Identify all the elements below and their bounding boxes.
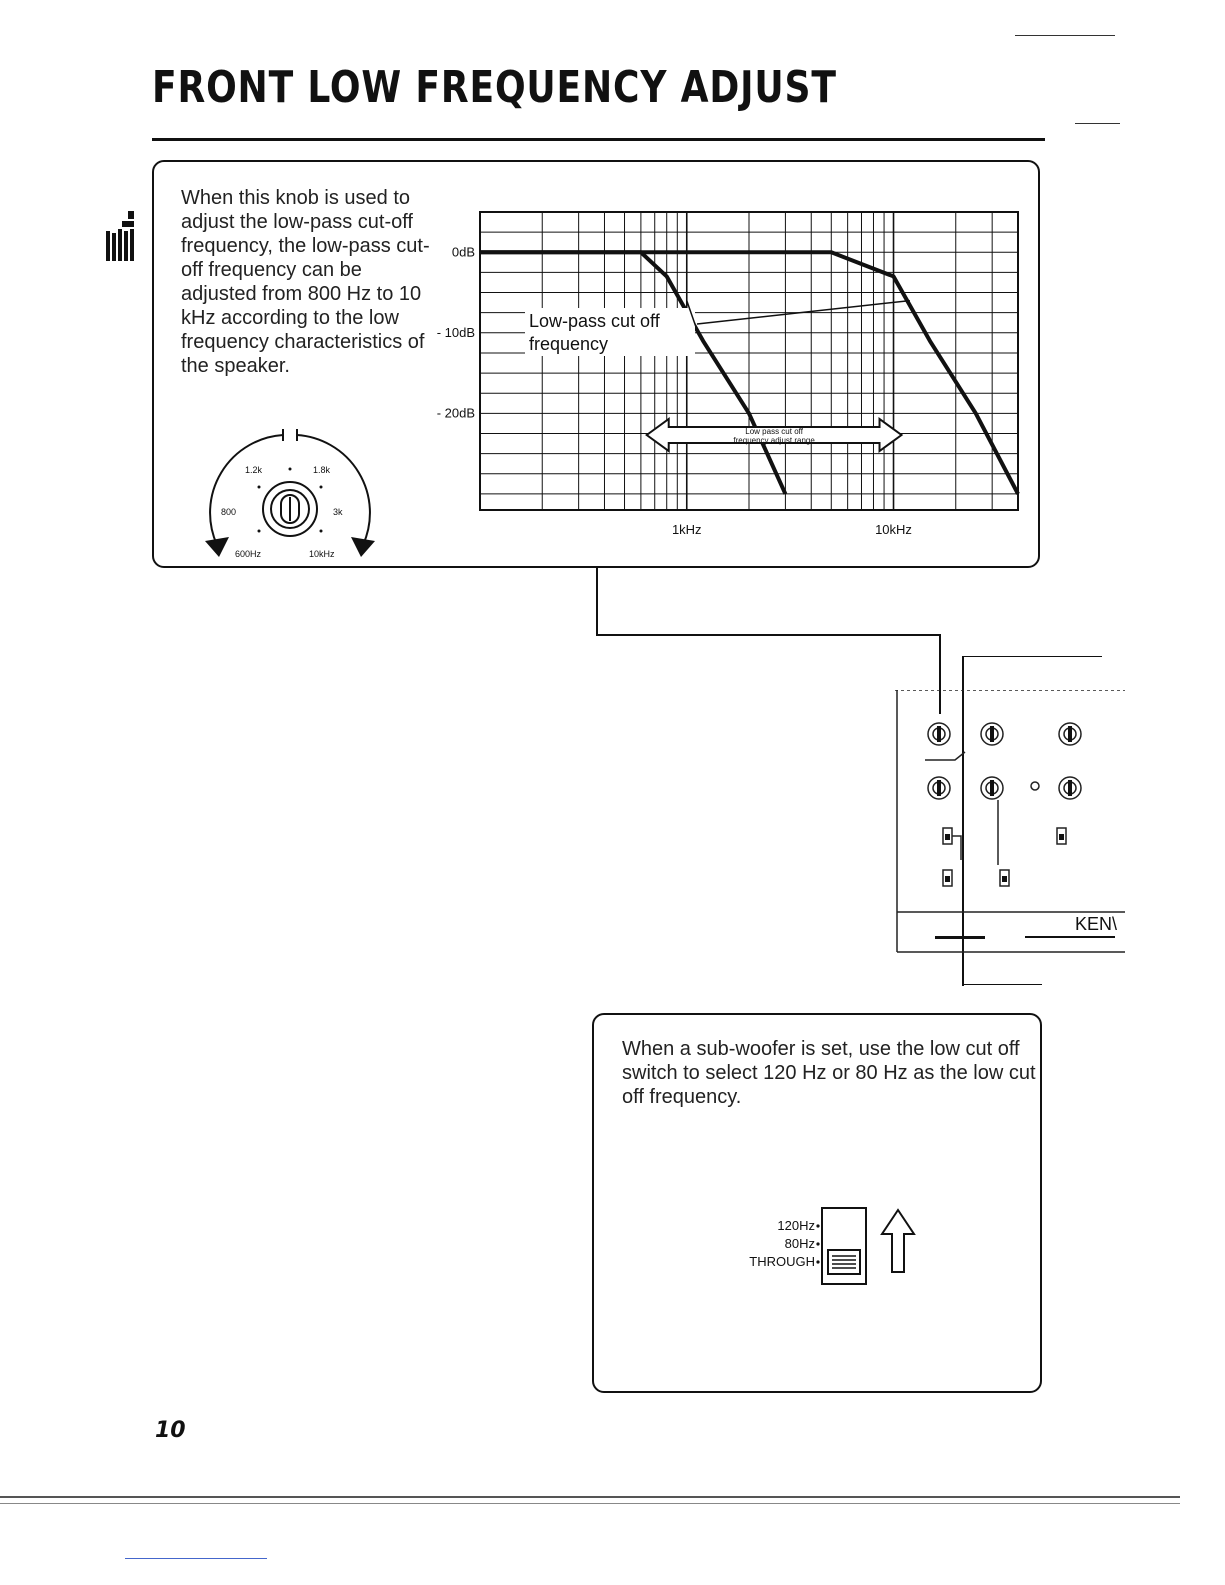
knob-label: 3k bbox=[333, 507, 343, 517]
switch-option: 120Hz bbox=[777, 1218, 815, 1233]
callout-line bbox=[962, 984, 1042, 985]
knob-label: 10kHz bbox=[309, 549, 335, 559]
chart-grid bbox=[479, 211, 1019, 510]
frequency-response-chart: 0dB - 10dB - 20dB 1kHz 10kHz Low-pass cut o… bbox=[437, 211, 1020, 537]
switch-option: THROUGH bbox=[749, 1254, 815, 1269]
y-tick-label: - 10dB bbox=[437, 325, 475, 340]
low-cut-panel bbox=[592, 1013, 1042, 1393]
x-tick-label: 10kHz bbox=[875, 522, 912, 537]
knob-label: 1.8k bbox=[313, 465, 331, 475]
callout-line bbox=[939, 634, 941, 714]
switch-slider bbox=[827, 1249, 861, 1275]
plot-frame bbox=[479, 211, 1019, 511]
callout-line bbox=[962, 656, 1102, 657]
knob-right-arrow bbox=[351, 537, 375, 557]
section1-text: When this knob is used to adjust the low… bbox=[181, 187, 430, 377]
frequency-adjust-panel bbox=[152, 160, 1040, 568]
annotation-leader bbox=[686, 300, 698, 331]
footer-rule bbox=[0, 1496, 1180, 1498]
low-cut-switch-illustration: 120Hz 80Hz THROUGH bbox=[749, 1207, 916, 1285]
x-tick-label: 1kHz bbox=[672, 522, 702, 537]
callout-line bbox=[596, 634, 940, 636]
title-divider bbox=[152, 138, 1045, 141]
edge-mark bbox=[1015, 35, 1115, 36]
footer-rule bbox=[0, 1503, 1180, 1504]
brand-fragment: KEN\ bbox=[1075, 914, 1117, 934]
margin-tab-marks bbox=[106, 211, 134, 261]
y-tick-label: - 20dB bbox=[437, 405, 475, 420]
knob-label: 600Hz bbox=[235, 549, 262, 559]
response-curve-2 bbox=[480, 250, 1020, 495]
range-label: Low pass cut off bbox=[745, 427, 803, 436]
knob-label: 1.2k bbox=[245, 465, 263, 475]
range-label: frequency adjust range bbox=[733, 436, 815, 445]
section2-text: When a sub-woofer is set, use the low cu… bbox=[622, 1038, 1036, 1108]
annotation-background bbox=[525, 308, 695, 356]
switch-housing bbox=[821, 1207, 867, 1285]
range-double-arrow bbox=[645, 417, 904, 453]
callout-line bbox=[962, 656, 964, 986]
y-tick-label: 0dB bbox=[452, 244, 475, 259]
switch-option: 80Hz bbox=[785, 1236, 815, 1251]
page-number: 10 bbox=[155, 1418, 186, 1443]
annotation-leader bbox=[696, 299, 910, 325]
knob-left-arrow bbox=[205, 537, 229, 557]
frequency-knob-illustration: 1.2k 1.8k 800 3k 600Hz 10kHz bbox=[205, 429, 375, 559]
knob-label: 800 bbox=[221, 507, 236, 517]
edge-mark bbox=[1075, 123, 1120, 124]
annotation-label: frequency bbox=[529, 334, 608, 354]
footer-link-underline bbox=[125, 1558, 267, 1559]
up-arrow-icon bbox=[880, 1208, 916, 1273]
amplifier-panel-illustration: KEN\ bbox=[895, 690, 1125, 953]
callout-line bbox=[596, 568, 598, 636]
annotation-label: Low-pass cut off bbox=[529, 311, 661, 331]
page-title: FRONT LOW FREQUENCY ADJUST bbox=[152, 62, 837, 113]
